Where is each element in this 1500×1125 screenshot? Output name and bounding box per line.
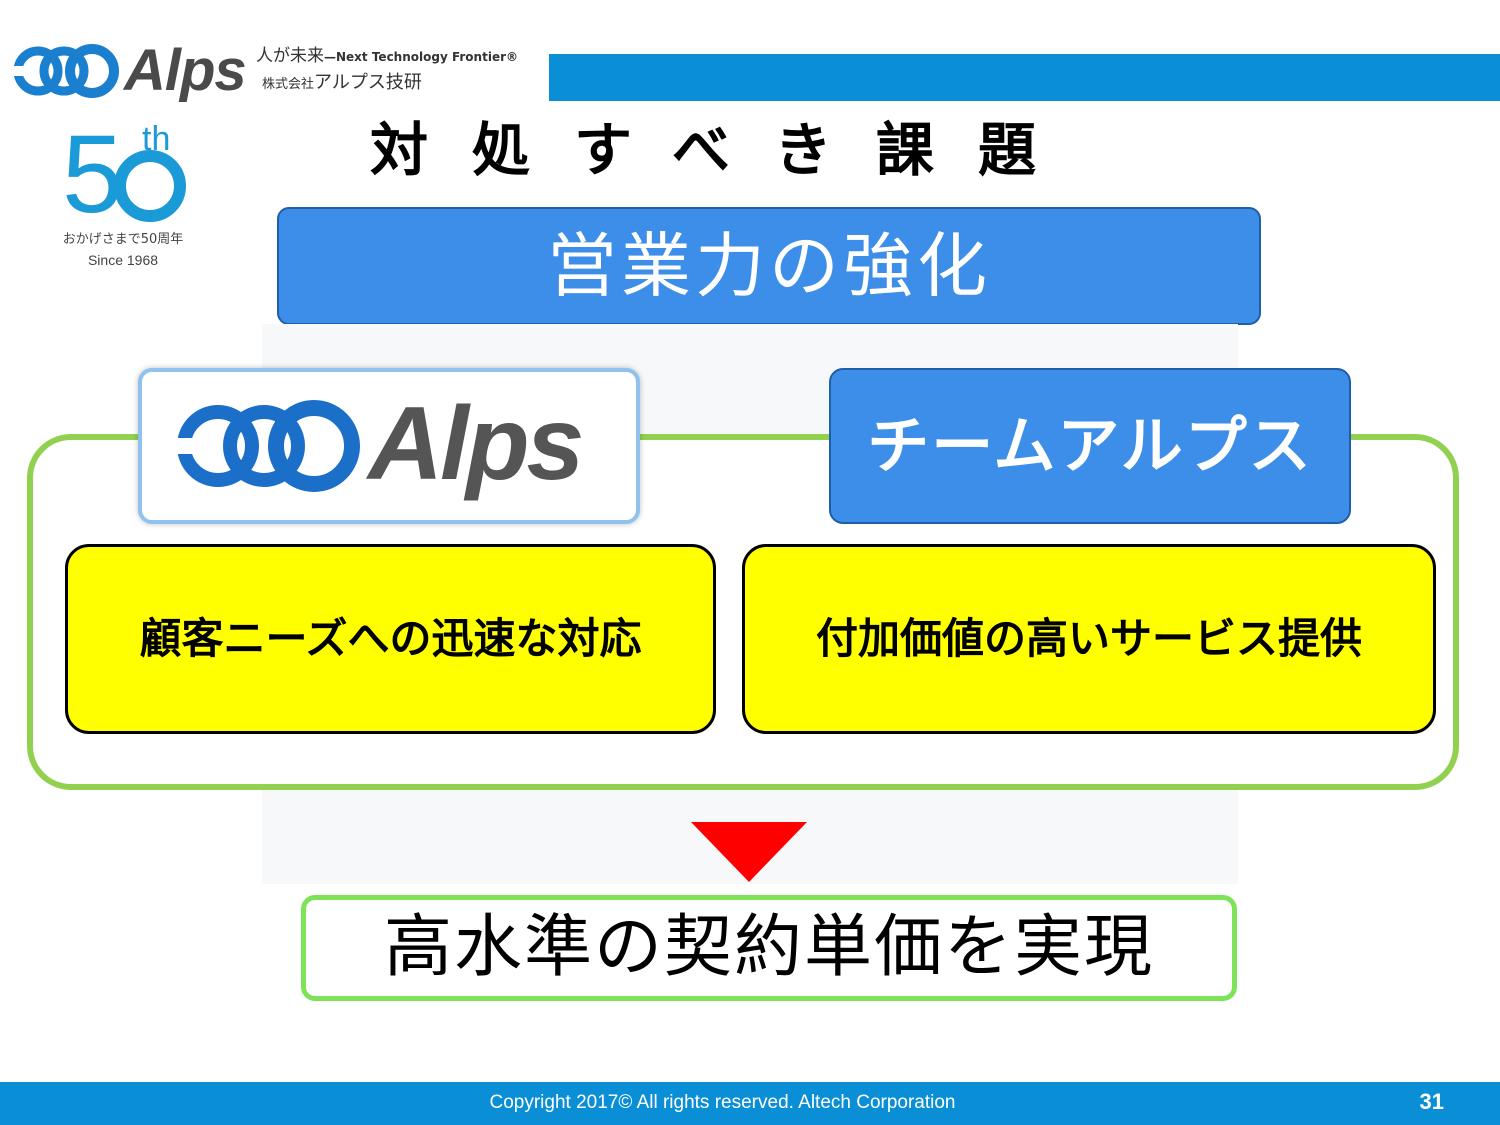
slide-title: 対処すべき課題 xyxy=(370,116,1080,184)
alps-logo-box: Alps xyxy=(138,368,640,524)
badge-since: Since 1968 xyxy=(87,252,159,268)
company-prefix: 株式会社 xyxy=(262,77,315,92)
value-service-text: 付加価値の高いサービス提供 xyxy=(815,614,1362,663)
anniversary-50th-icon: 5 th xyxy=(62,113,186,236)
needs-response-text: 顧客ニーズへの迅速な対応 xyxy=(139,614,642,663)
header-logo-text: Alps xyxy=(124,38,247,103)
tagline-sub: —Next Technology Frontier® xyxy=(324,50,518,64)
result-box: 高水準の契約単価を実現 xyxy=(301,895,1237,1001)
page-number: 31 xyxy=(1419,1089,1444,1114)
team-alps-box: チームアルプス xyxy=(829,368,1351,524)
badge-caption: おかげさまで50周年 xyxy=(62,232,184,247)
sales-strength-text: 営業力の強化 xyxy=(547,225,991,307)
footer-bar xyxy=(0,1082,1500,1125)
down-arrow-icon xyxy=(691,822,807,882)
tagline-main: 人が未来 xyxy=(256,46,324,66)
result-text: 高水準の契約単価を実現 xyxy=(383,908,1154,987)
header-bar xyxy=(549,54,1500,101)
sales-strength-box: 営業力の強化 xyxy=(277,207,1261,325)
team-alps-text: チームアルプス xyxy=(867,409,1313,482)
company-name: 株式会社アルプス技研 xyxy=(262,72,422,96)
alps-rings-icon xyxy=(174,400,360,492)
alps-logo-text: Alps xyxy=(368,386,584,502)
needs-response-box: 顧客ニーズへの迅速な対応 xyxy=(65,544,716,734)
copyright-text: Copyright 2017© All rights reserved. Alt… xyxy=(489,1092,956,1113)
value-service-box: 付加価値の高いサービス提供 xyxy=(742,544,1436,734)
tagline: 人が未来—Next Technology Frontier® xyxy=(256,46,518,67)
alps-logo-icon xyxy=(14,44,119,98)
company-name-text: アルプス技研 xyxy=(314,72,422,93)
badge-number: 5 xyxy=(62,113,123,236)
badge-suffix: th xyxy=(142,120,170,158)
